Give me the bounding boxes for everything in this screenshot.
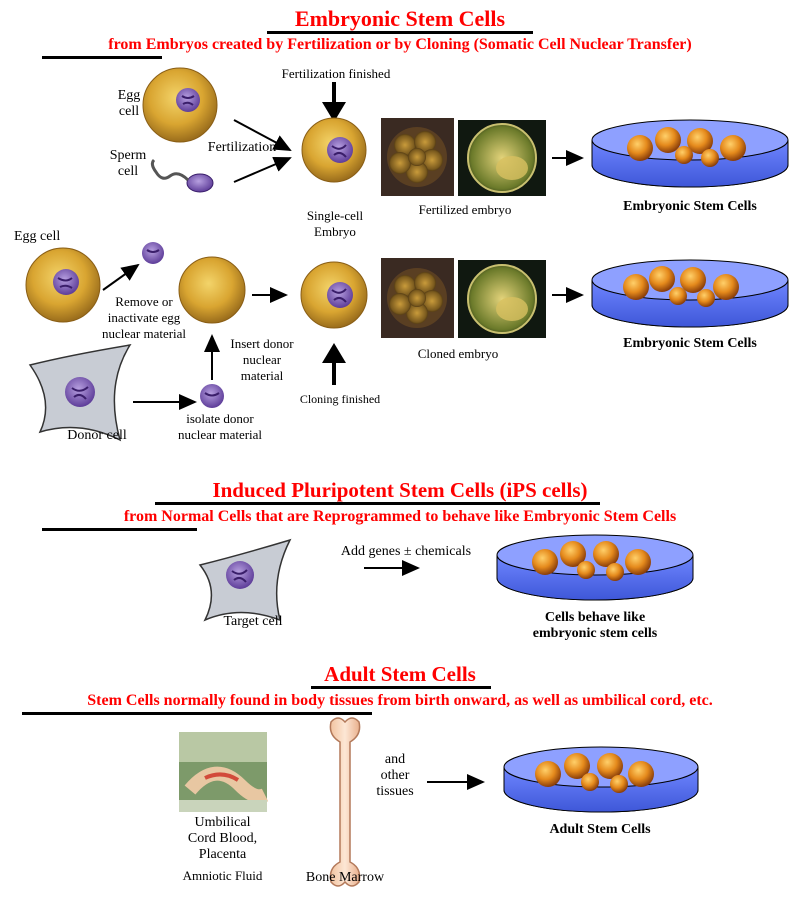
egg-cell-2-label: Egg cell [14, 229, 61, 244]
bone-marrow-label: Bone Marrow [305, 870, 385, 885]
fertilized-embryo-label: Fertilized embryo [418, 202, 512, 217]
adult-stem-cells-title: Adult Stem Cells [324, 662, 476, 686]
ips-subtitle-underline [42, 528, 197, 531]
insert-donor-label: Insert donor nuclear material [230, 336, 294, 383]
cloning-finished-arrow [322, 343, 346, 385]
blastocyst-icon [467, 123, 537, 193]
ips-subtitle-highlight: from Normal Cells [123, 508, 252, 525]
cloned-embryo-label: Cloned embryo [417, 346, 499, 361]
adult-subtitle-highlight: Stem Cells normally found in body tissue… [87, 692, 374, 709]
subtitle-highlight: from Embryos [108, 36, 208, 53]
remove-nucleus-label: Remove or inactivate egg nuclear materia… [101, 294, 187, 341]
single-cell-embryo-icon [301, 117, 367, 183]
arrow-remove-nucleus [102, 263, 140, 291]
umbilical-photo-detail [179, 732, 269, 812]
cloned-blastocyst-icon [467, 264, 537, 334]
sperm-cell-icon [150, 158, 214, 193]
egg-cell-label: Egg cell [117, 88, 141, 119]
cloned-single-cell-icon [300, 261, 368, 329]
petri-dish-4 [503, 746, 699, 813]
removed-nucleus-icon [142, 242, 164, 264]
petri-dish-3 [496, 534, 694, 601]
adult-stem-cells-label: Adult Stem Cells [549, 822, 651, 837]
ips-title: Induced Pluripotent Stem Cells (iPS cell… [212, 478, 588, 502]
adult-title-underline [311, 686, 491, 689]
petri-dish-1 [591, 119, 789, 188]
fertilization-finished-arrow [322, 82, 346, 122]
donor-nucleus-icon [200, 384, 224, 408]
single-cell-embryo-label: Single-cell Embryo [306, 208, 364, 239]
donor-cell-label: Donor cell [67, 428, 127, 443]
target-cell-icon [198, 538, 292, 622]
ips-subtitle-rest: that are Reprogrammed to behave like Emb… [251, 508, 677, 525]
embryonic-subtitle: from Embryos created by Fertilization or… [0, 36, 800, 54]
subtitle-underline [42, 56, 162, 59]
ips-title-underline [155, 502, 600, 505]
umbilical-label: Umbilical Cord Blood, Placenta [187, 815, 258, 862]
subtitle-rest: created by Fertilization or by Cloning (… [207, 36, 692, 53]
cells-behave-label: Cells behave like embryonic stem cells [532, 610, 658, 641]
donor-cell-icon [28, 343, 132, 442]
arrow-egg-to-embryo [233, 119, 292, 151]
title-underline [267, 31, 533, 34]
fertilization-label: Fertilization [207, 140, 277, 155]
isolate-donor-label: isolate donor nuclear material [177, 411, 263, 442]
enucleated-egg-icon [178, 256, 246, 324]
fertilization-finished-label: Fertilization finished [281, 66, 391, 81]
add-genes-label: Add genes ± chemicals [340, 544, 472, 559]
adult-subtitle-rest: from birth onward, as well as umbilical … [373, 692, 713, 709]
bone-icon [329, 717, 361, 887]
cloning-finished-label: Cloning finished [299, 392, 381, 406]
arrow-sperm-to-embryo [233, 156, 292, 183]
target-cell-label: Target cell [223, 614, 283, 629]
petri-dish-2 [591, 259, 789, 328]
egg-cell-2-icon [25, 247, 101, 323]
amniotic-label: Amniotic Fluid [182, 868, 263, 883]
embryonic-stem-cells-label-1: Embryonic Stem Cells [623, 199, 757, 214]
ips-subtitle: from Normal Cells that are Reprogrammed … [0, 508, 800, 526]
cloned-morula-icon [387, 268, 447, 328]
sperm-cell-label: Sperm cell [109, 148, 147, 179]
adult-subtitle: Stem Cells normally found in body tissue… [0, 692, 800, 710]
embryonic-stem-cells-title: Embryonic Stem Cells [294, 6, 506, 31]
egg-cell-icon [142, 67, 218, 143]
other-tissues-label: and other tissues [376, 752, 414, 799]
embryonic-stem-cells-label-2: Embryonic Stem Cells [623, 336, 757, 351]
adult-subtitle-underline [22, 712, 372, 715]
morula-icon [387, 127, 447, 187]
